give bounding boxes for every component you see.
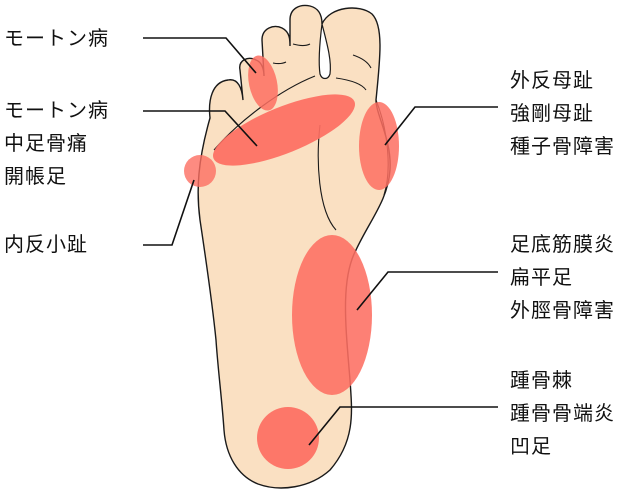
- label-big-toe: 外反母趾 強剛母趾 種子骨障害: [510, 64, 615, 163]
- label-bunionette: 内反小趾: [4, 228, 88, 261]
- label-line: 内反小趾: [4, 232, 88, 256]
- label-line: モートン病: [4, 26, 109, 50]
- label-line: 外脛骨障害: [510, 298, 615, 322]
- label-line: 足底筋膜炎: [510, 232, 615, 256]
- label-line: 強剛母趾: [510, 101, 594, 125]
- hotspot-arch: [292, 235, 372, 395]
- leader-bunionette: [143, 179, 195, 246]
- label-line: 踵骨骨端炎: [510, 401, 615, 425]
- leader-lines: [143, 37, 498, 446]
- leader-heel: [308, 406, 498, 446]
- label-line: モートン病: [4, 98, 109, 122]
- hotspot-metatarsal: [213, 94, 355, 166]
- label-arch: 足底筋膜炎 扁平足 外脛骨障害: [510, 228, 615, 327]
- leader-arch: [356, 271, 498, 311]
- hotspot-4th-toe: [248, 55, 278, 111]
- label-line: 外反母趾: [510, 68, 594, 92]
- label-line: 凹足: [510, 434, 552, 458]
- leader-big-toe: [384, 106, 498, 146]
- pain-hotspots: [184, 55, 399, 469]
- hotspot-heel: [257, 407, 319, 469]
- label-metatarsal: モートン病 中足骨痛 開帳足: [4, 94, 109, 193]
- leader-metatarsal: [143, 110, 258, 147]
- label-line: 扁平足: [510, 265, 573, 289]
- leader-morton-toe: [143, 37, 257, 74]
- label-line: 種子骨障害: [510, 134, 615, 158]
- hotspot-big-toe-joint: [359, 102, 399, 190]
- label-line: 中足骨痛: [4, 131, 88, 155]
- hotspot-bunionette: [184, 155, 216, 187]
- label-heel: 踵骨棘 踵骨骨端炎 凹足: [510, 364, 615, 463]
- label-morton-toe: モートン病: [4, 22, 109, 55]
- label-line: 踵骨棘: [510, 368, 573, 392]
- label-line: 開帳足: [4, 164, 67, 188]
